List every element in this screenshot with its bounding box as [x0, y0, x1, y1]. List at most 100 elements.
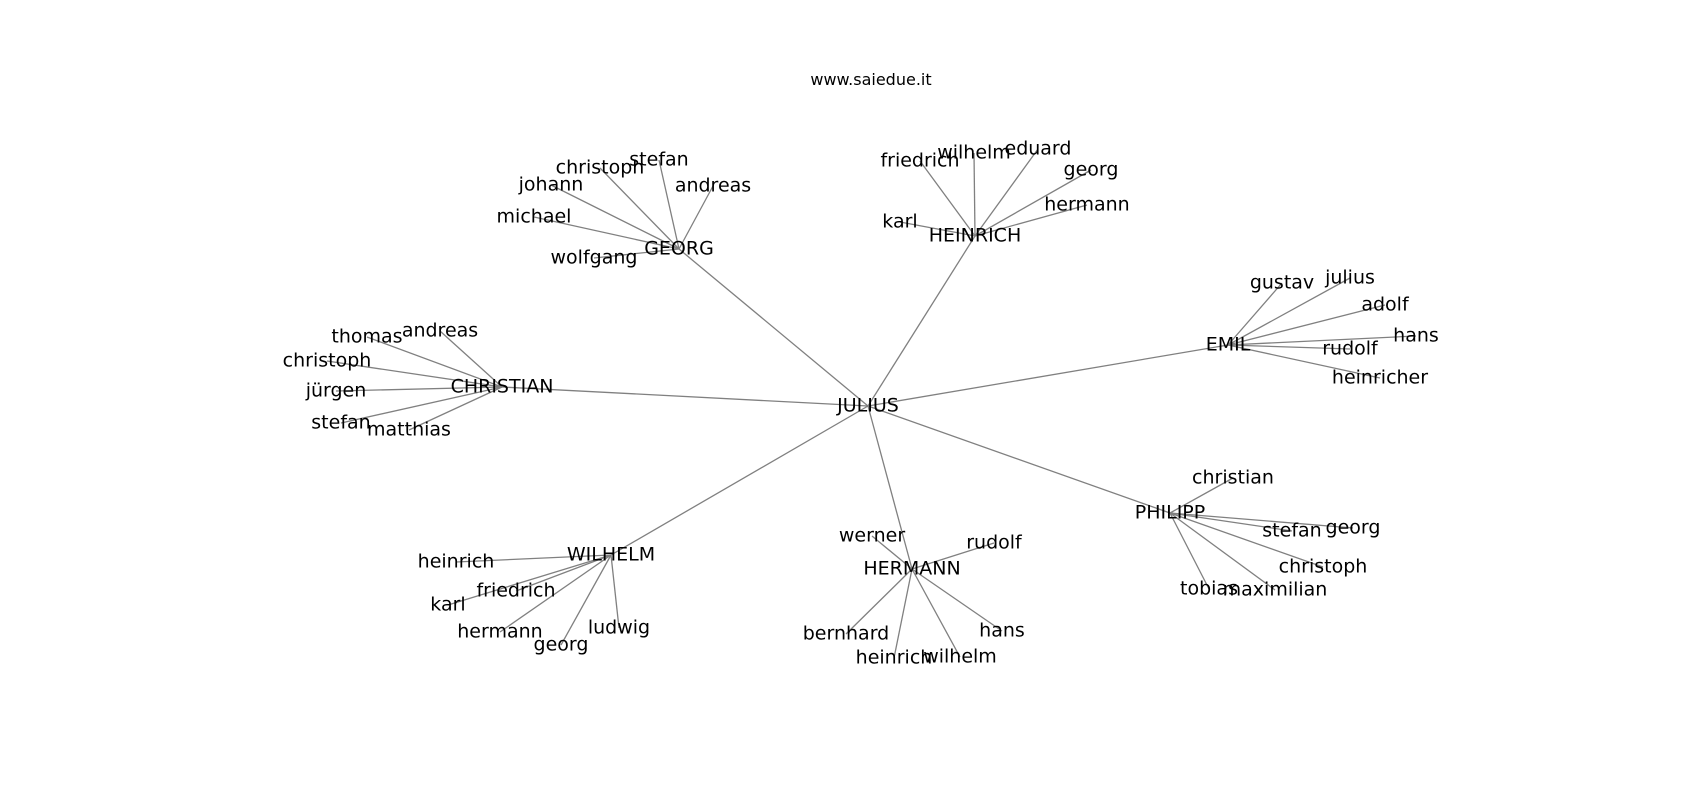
leaf-node: rudolf — [1322, 338, 1379, 360]
hub-node-hermann: HERMANN — [863, 558, 960, 580]
leaf-node: stefan — [1262, 520, 1321, 542]
edge-philipp-1 — [1169, 512, 1293, 532]
edge-hermann-2 — [845, 568, 913, 635]
leaf-node: karl — [882, 211, 917, 233]
hub-node-philipp: PHILIPP — [1135, 502, 1205, 524]
edge-georg-5 — [593, 248, 680, 259]
leaf-node: karl — [430, 594, 465, 616]
edge-hermann-0 — [871, 535, 913, 570]
edge-emil-2 — [1227, 304, 1386, 346]
leaf-node: maximilian — [1223, 579, 1328, 601]
leaf-node: stefan — [629, 149, 688, 171]
edge-emil-5 — [1227, 344, 1381, 379]
edge-wilhelm-2 — [447, 554, 612, 606]
edge-philipp-0 — [1169, 477, 1234, 514]
edge-emil-1 — [1227, 277, 1351, 346]
edge-georg-2 — [550, 184, 680, 250]
edge-christian-5 — [408, 386, 503, 431]
edge-georg-3 — [678, 185, 714, 250]
leaf-node: friedrich — [880, 150, 959, 172]
leaf-node: heinrich — [418, 551, 495, 573]
leaf-node: hermann — [1044, 194, 1129, 216]
hub-node-christian: CHRISTIAN — [451, 376, 554, 398]
edge-root-christian — [501, 386, 869, 407]
edge-emil-4 — [1227, 344, 1351, 350]
edge-wilhelm-5 — [610, 554, 620, 629]
leaf-node: christian — [1192, 467, 1274, 489]
leaf-node: wilhelm — [923, 646, 997, 668]
leaf-node: adolf — [1361, 294, 1410, 316]
leaf-node: rudolf — [966, 532, 1023, 554]
leaf-node: eduard — [1005, 138, 1072, 160]
edge-georg-4 — [533, 216, 680, 250]
leaf-node: friedrich — [476, 580, 555, 602]
edge-root-philipp — [867, 405, 1171, 514]
edge-heinrich-2 — [974, 148, 1039, 237]
edge-philipp-5 — [1169, 512, 1276, 591]
leaf-node: georg — [534, 634, 589, 656]
leaf-node: christoph — [556, 157, 645, 179]
watermark: www.saiedue.it — [810, 70, 932, 89]
leaf-node: julius — [1324, 267, 1375, 289]
leaf-node: wilhelm — [937, 142, 1011, 164]
edge-hermann-4 — [911, 568, 961, 658]
leaf-node: hans — [979, 620, 1025, 642]
edge-heinrich-1 — [973, 152, 976, 237]
hub-node-emil: EMIL — [1206, 334, 1251, 356]
leaf-node: jürgen — [305, 380, 367, 402]
leaf-node: gustav — [1250, 272, 1314, 294]
edge-hermann-5 — [911, 568, 1003, 632]
hub-node-georg: GEORG — [644, 238, 714, 260]
edge-philipp-2 — [1169, 512, 1354, 529]
hub-node-heinrich: HEINRICH — [929, 225, 1021, 247]
leaf-node: michael — [497, 206, 572, 228]
edge-emil-0 — [1227, 282, 1283, 346]
leaf-node: christoph — [1279, 556, 1368, 578]
edge-wilhelm-3 — [499, 554, 612, 633]
edge-emil-3 — [1227, 335, 1417, 346]
leaf-node: hans — [1393, 325, 1439, 347]
edge-christian-0 — [366, 336, 503, 388]
edge-root-emil — [867, 344, 1229, 407]
edge-heinrich-3 — [974, 169, 1092, 237]
edge-hermann-3 — [893, 568, 913, 659]
edge-hermann-1 — [911, 542, 995, 570]
edge-root-georg — [678, 248, 869, 407]
leaf-node: andreas — [402, 320, 478, 342]
edge-wilhelm-4 — [560, 554, 612, 646]
edge-christian-4 — [340, 386, 503, 424]
leaf-node: andreas — [675, 175, 751, 197]
edge-layer — [326, 148, 1417, 659]
leaf-node: tobias — [1180, 578, 1238, 600]
hub-node-wilhelm: WILHELM — [567, 544, 655, 566]
edge-wilhelm-1 — [515, 554, 612, 592]
leaf-node: wolfgang — [551, 247, 638, 269]
edge-georg-0 — [599, 167, 680, 250]
edge-root-heinrich — [867, 235, 976, 407]
leaf-node: werner — [839, 525, 905, 547]
edge-heinrich-5 — [899, 221, 976, 237]
leaf-node: georg — [1064, 159, 1119, 181]
leaf-node: heinricher — [1332, 367, 1428, 389]
root-node: JULIUS — [836, 395, 899, 417]
leaf-node: thomas — [331, 326, 402, 348]
edge-heinrich-4 — [974, 204, 1088, 237]
edge-christian-1 — [439, 330, 503, 388]
leaf-node: georg — [1326, 517, 1381, 539]
leaf-node: johann — [518, 174, 584, 196]
edge-philipp-4 — [1169, 512, 1210, 590]
edge-philipp-3 — [1169, 512, 1324, 568]
leaf-node: bernhard — [803, 623, 890, 645]
leaf-node: matthias — [367, 419, 451, 441]
leaf-node: ludwig — [588, 617, 650, 639]
leaf-node: christoph — [283, 350, 372, 372]
leaf-node: heinrich — [856, 647, 933, 669]
edge-wilhelm-0 — [455, 554, 612, 563]
edge-root-wilhelm — [610, 405, 869, 556]
edge-georg-1 — [658, 159, 680, 250]
edge-heinrich-0 — [919, 160, 976, 237]
edge-christian-2 — [326, 360, 503, 388]
edge-root-hermann — [867, 405, 913, 570]
